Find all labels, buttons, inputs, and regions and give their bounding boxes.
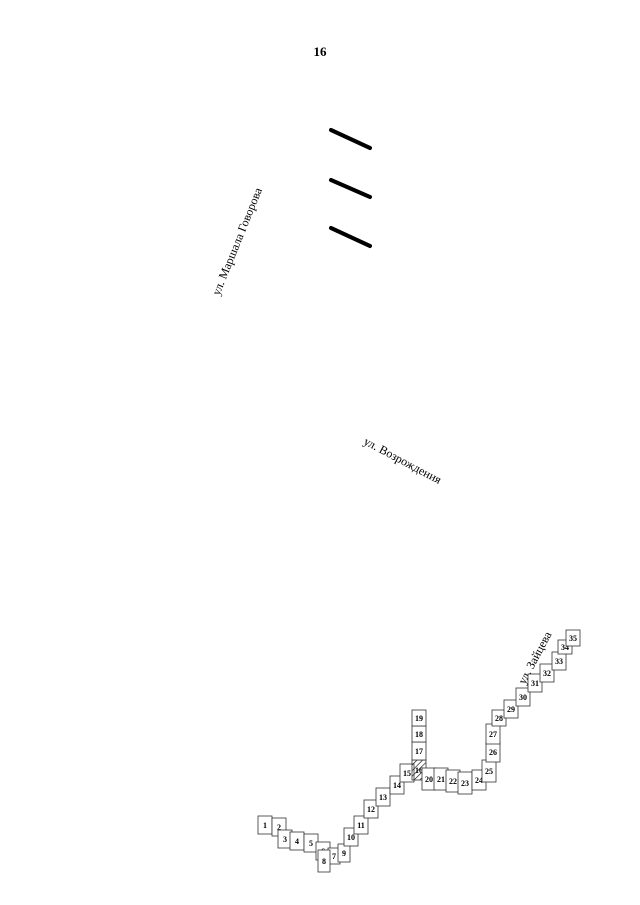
marker-bar-2 [329,178,372,199]
plot-label: 24 [475,776,483,785]
plot-label: 3 [283,835,287,844]
plot-box [515,687,531,707]
plot-chain: 1234567891011121314151617181920212223242… [257,629,581,873]
plot-label: 25 [485,767,493,776]
plot-9: 9 [337,843,351,863]
plot-1: 1 [257,815,273,835]
plot-label: 5 [309,839,313,848]
plot-label: 14 [393,781,401,790]
plot-31: 31 [527,673,543,693]
plot-35: 35 [565,629,581,647]
plot-8: 8 [317,849,331,873]
plot-label: 26 [489,748,497,757]
plot-label: 4 [295,837,299,846]
plot-label: 11 [357,821,365,830]
plot-11: 11 [353,815,369,835]
plot-label: 13 [379,793,387,802]
plot-label: 15 [403,769,411,778]
plot-label: 10 [347,833,355,842]
plot-label: 7 [332,852,336,861]
marker-bar-1 [329,128,372,150]
plot-box [539,663,555,683]
plot-label: 20 [425,775,433,784]
plot-label: 9 [342,849,346,858]
page-number: 16 [313,44,327,59]
plot-label: 35 [569,634,577,643]
plot-4: 4 [289,831,305,851]
plot-23: 23 [457,771,473,795]
plot-28: 28 [491,709,507,727]
plot-label: 22 [449,777,457,786]
plot-19: 19 [411,709,427,727]
plot-label: 18 [415,730,423,739]
plot-label: 8 [322,857,326,866]
plot-box [411,709,427,727]
plot-32: 32 [539,663,555,683]
plot-label: 21 [437,775,445,784]
plot-13: 13 [375,787,391,807]
plot-box [565,629,581,647]
plot-label: 28 [495,714,503,723]
plot-label: 30 [519,693,527,702]
plot-box [375,787,391,807]
plot-17: 17 [411,741,427,761]
plot-18: 18 [411,725,427,743]
plot-25: 25 [481,759,497,783]
plot-label: 16 [415,766,423,775]
plot-label: 17 [415,747,423,756]
plot-box [503,699,519,719]
plot-label: 12 [367,805,375,814]
plot-label: 33 [555,657,563,666]
plot-label: 27 [489,730,497,739]
marker-bar-3 [329,226,372,248]
plot-29: 29 [503,699,519,719]
plot-30: 30 [515,687,531,707]
plot-box [317,849,331,873]
plot-label: 23 [461,779,469,788]
plot-12: 12 [363,799,379,819]
plot-box [527,673,543,693]
plot-box [363,799,379,819]
plot-label: 34 [561,643,569,652]
plot-label: 31 [531,679,539,688]
plot-26: 26 [485,741,501,763]
plot-label: 19 [415,714,423,723]
plot-21: 21 [433,767,449,791]
plot-box [353,815,369,835]
plot-33: 33 [551,651,567,671]
plot-label: 29 [507,705,515,714]
plot-label: 32 [543,669,551,678]
plot-27: 27 [485,723,501,745]
plot-label: 1 [263,821,267,830]
plot-label: 2 [277,823,281,832]
